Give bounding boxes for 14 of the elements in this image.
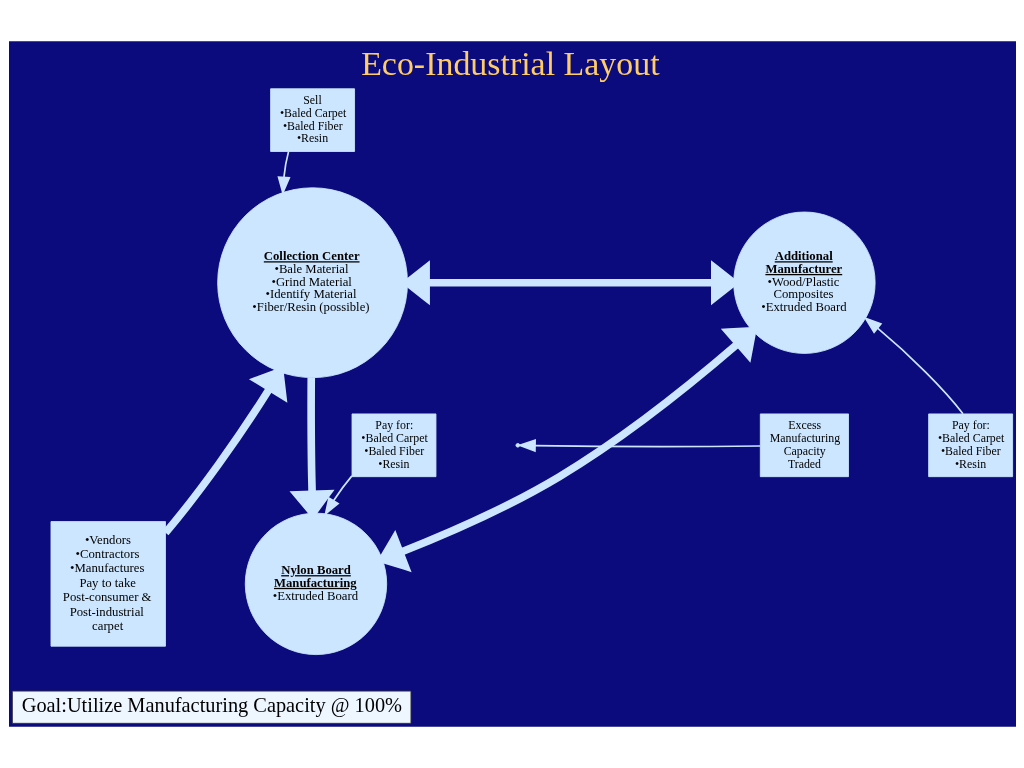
arrow <box>323 475 353 516</box>
node-box: Pay for: •Baled Carpet •Baled Fiber •Resin <box>927 413 1013 478</box>
node-circle: Nylon Board Manufacturing •Extruded Board <box>244 512 387 656</box>
node-box: •Vendors •Contractors •Manufactures Pay to take Post-consumer & Post-industrial carpet <box>50 521 166 647</box>
node-box: Excess Manufacturing Capacity Traded <box>759 413 849 478</box>
node-box: Pay for: •Baled Carpet •Baled Fiber •Resin <box>351 413 436 478</box>
node-circle: Additional Manufacturer •Wood/Plastic Composites •Extruded Board <box>732 211 876 354</box>
diagram-title: Eco-Industrial Layout <box>360 45 660 83</box>
node-box: Sell •Baled Carpet •Baled Fiber •Resin <box>269 88 355 152</box>
node-circle: Collection Center •Bale Material •Grind Material •Identify Material •Fiber/Resin (possible) <box>216 187 408 379</box>
arrow <box>516 439 761 453</box>
node-box: Goal:Utilize Manufacturing Capacity @ 100% <box>11 690 411 724</box>
arrow <box>276 150 290 196</box>
arrow <box>863 316 964 415</box>
